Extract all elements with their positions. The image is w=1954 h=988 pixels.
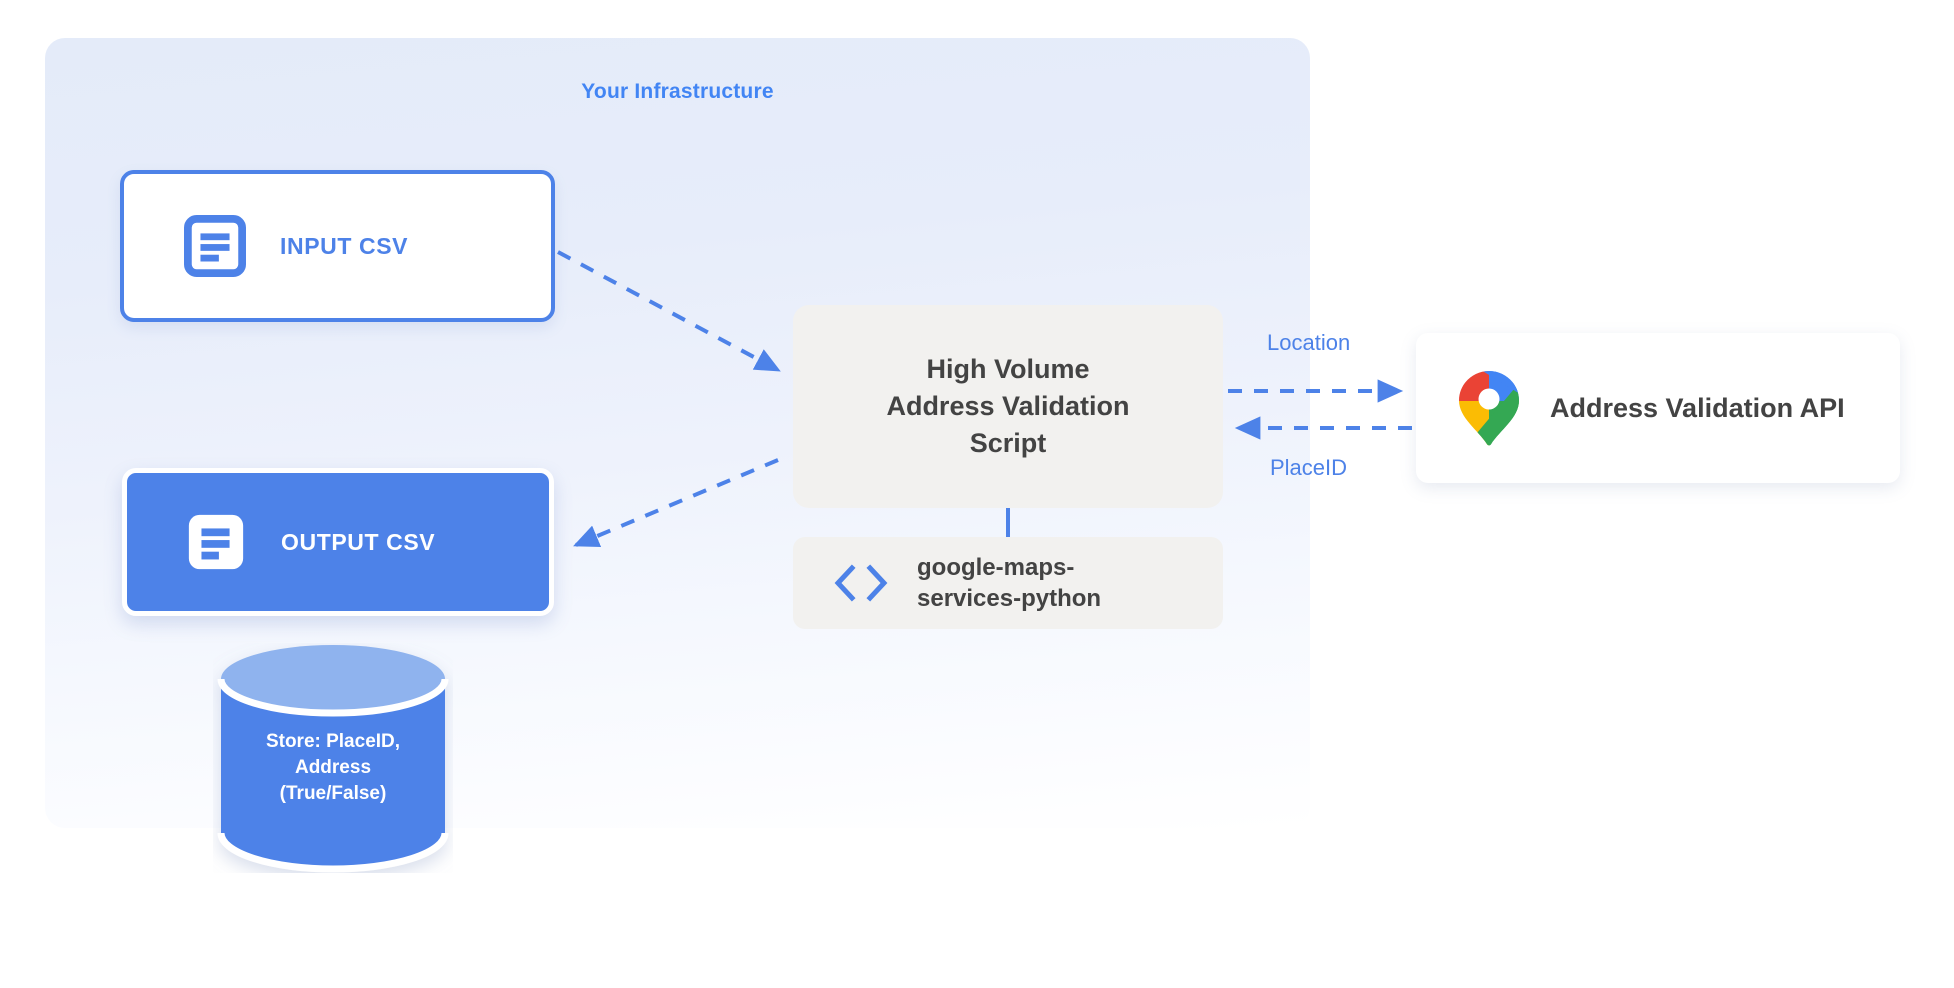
script-label-line2: Address Validation <box>886 391 1130 422</box>
script-label-line3: Script <box>969 427 1047 458</box>
infrastructure-title: Your Infrastructure <box>581 80 774 103</box>
node-library[interactable]: google-maps- services-python <box>793 537 1223 629</box>
document-icon <box>184 215 246 277</box>
library-label-line2: services-python <box>917 585 1102 612</box>
document-icon <box>188 514 244 570</box>
script-label-line1: High Volume <box>926 354 1090 385</box>
google-maps-pin-icon <box>1459 371 1519 446</box>
library-label: google-maps- services-python <box>917 552 1101 614</box>
node-address-validation-api[interactable]: Address Validation API <box>1416 333 1900 483</box>
library-label-line1: google-maps- <box>917 553 1075 581</box>
node-script[interactable]: High Volume Address Validation Script <box>793 305 1223 508</box>
node-database[interactable]: Store: PlaceID, Address (True/False) <box>213 643 453 873</box>
node-output-csv[interactable]: OUTPUT CSV <box>122 468 554 616</box>
input-csv-label: INPUT CSV <box>280 232 409 259</box>
edge-script-to-library <box>1006 508 1010 537</box>
script-label: High Volume Address Validation Script <box>886 351 1129 461</box>
node-input-csv[interactable]: INPUT CSV <box>120 170 555 322</box>
api-label: Address Validation API <box>1550 392 1845 423</box>
code-brackets-icon <box>834 564 888 602</box>
output-csv-label: OUTPUT CSV <box>281 528 436 555</box>
cylinder-shape <box>217 645 449 873</box>
edge-label-location: Location <box>1267 330 1351 355</box>
edge-label-placeid: PlaceID <box>1270 455 1348 480</box>
